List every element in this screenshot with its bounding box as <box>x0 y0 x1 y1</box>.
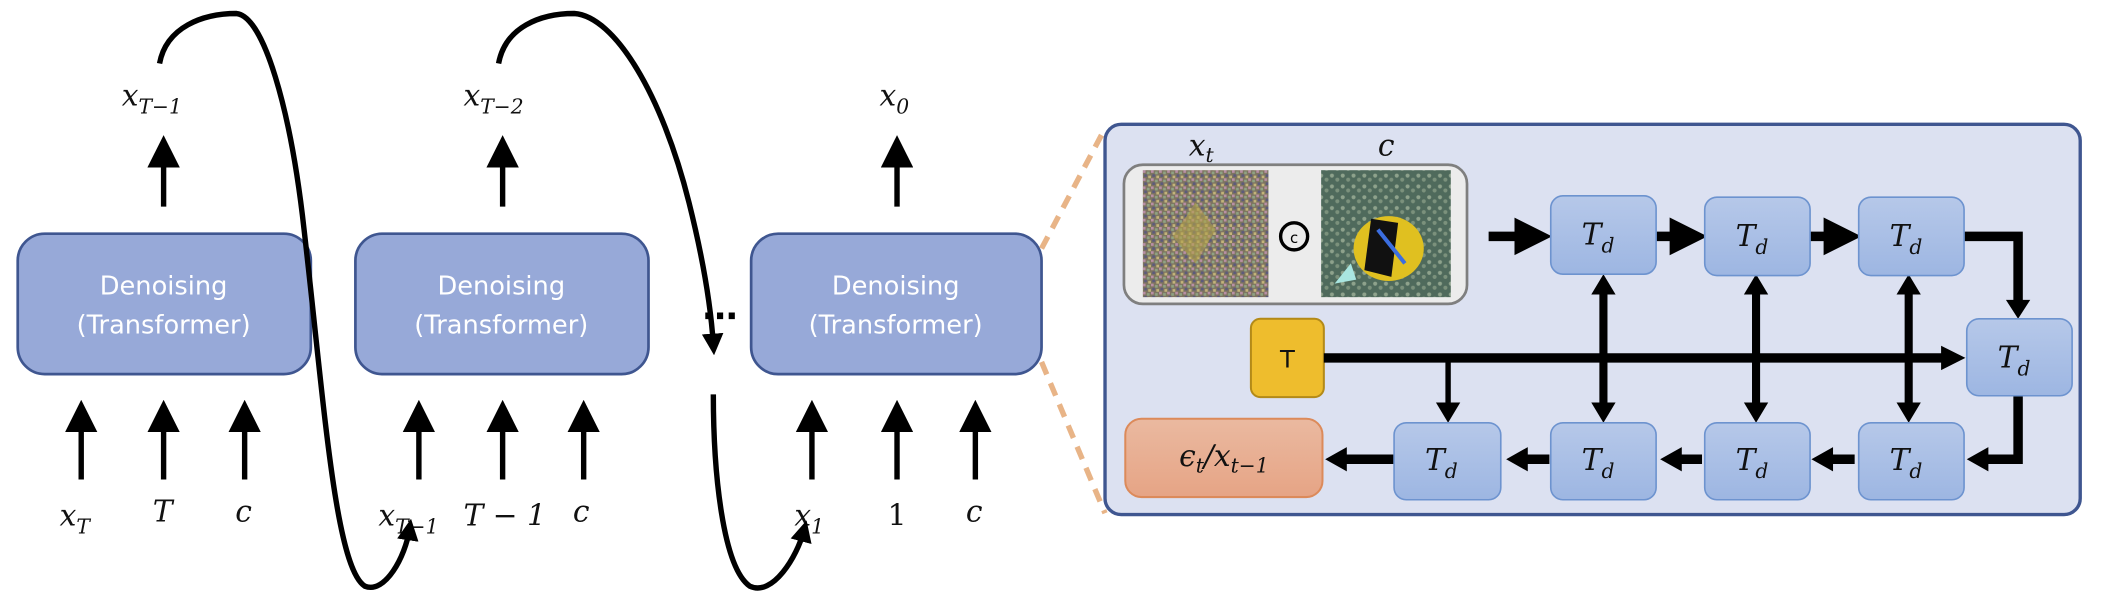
input-label: xT <box>60 498 92 538</box>
denoising-block-2: Denoising (Transformer) <box>354 232 650 376</box>
noisy-image-label: xt <box>1189 128 1215 167</box>
block-sublabel: (Transformer) <box>809 311 983 341</box>
input-label: c <box>573 494 590 529</box>
timestep-label: T <box>1279 344 1295 373</box>
svg-text:Td: Td <box>1890 219 1923 259</box>
recurrence-arrow-3 <box>710 394 812 591</box>
ellipsis: ⋯ <box>703 296 738 337</box>
denoising-block-3: Denoising (Transformer) <box>749 232 1043 376</box>
panel-arrows <box>1323 217 2031 472</box>
svg-text:Td: Td <box>1736 219 1769 259</box>
zoom-dash-top <box>1039 127 1108 250</box>
svg-text:Td: Td <box>1736 443 1769 483</box>
td-block-top-1: Td <box>1549 195 1657 275</box>
block-sublabel: (Transformer) <box>77 311 251 341</box>
recurrence-arrow-1 <box>156 10 419 590</box>
output-label-2: xT−2 <box>463 78 523 118</box>
block-label: Denoising <box>832 271 960 301</box>
input-label: 1 <box>888 498 907 533</box>
td-block-bottom-2: Td <box>1549 421 1657 501</box>
output-box <box>1124 417 1324 499</box>
td-block-bottom-4: Td <box>1857 421 1965 501</box>
td-block-top-3: Td <box>1857 196 1965 277</box>
output-label-3: x0 <box>879 78 909 118</box>
noisy-fish-shape <box>1172 202 1216 264</box>
block-label: Denoising <box>100 271 228 301</box>
block-sublabel: (Transformer) <box>414 311 588 341</box>
td-block-bottom-1: Td <box>1393 421 1502 501</box>
td-block-right: Td <box>1965 317 2073 397</box>
condition-image-label: c <box>1378 128 1395 163</box>
input-arrows <box>65 399 992 480</box>
svg-text:Td: Td <box>1425 443 1458 483</box>
denoising-block-1: Denoising (Transformer) <box>16 232 313 376</box>
zoom-dash-bottom <box>1039 360 1108 515</box>
svg-text:Td: Td <box>1582 217 1615 257</box>
td-block-top-2: Td <box>1703 196 1811 277</box>
svg-text:Td: Td <box>1890 443 1923 483</box>
output-label-1: xT−1 <box>122 78 182 118</box>
block-label: Denoising <box>437 271 565 301</box>
output-box-label: ϵt/xt−1 <box>1179 439 1269 478</box>
svg-text:Td: Td <box>1582 443 1615 483</box>
input-label: c <box>966 494 983 529</box>
concat-symbol: c <box>1290 229 1298 247</box>
td-block-bottom-3: Td <box>1703 421 1811 501</box>
recurrence-arrow-2 <box>495 10 724 356</box>
input-label: T <box>153 494 175 529</box>
concat-icon <box>1278 221 1310 252</box>
input-label: T − 1 <box>463 498 545 533</box>
input-label: x1 <box>794 498 824 538</box>
svg-text:Td: Td <box>1998 340 2031 380</box>
input-label: c <box>235 494 252 529</box>
